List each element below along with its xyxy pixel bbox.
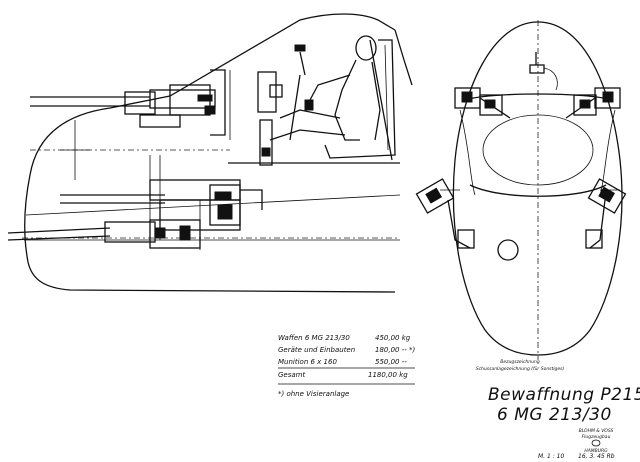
company-logo-icon (591, 439, 601, 447)
upper-gun-pair (30, 69, 231, 140)
cockpit-pilot (257, 35, 396, 166)
weights-footnote: *) ohne Visieranlage (278, 390, 349, 398)
company-name: BLOHM & VOSS (579, 428, 614, 434)
drawing-title: Bewaffnung P215 6 MG 213/30 (488, 385, 640, 425)
lower-gun-pair (7, 200, 201, 250)
weights-total-value: 1180,00 kg (368, 371, 408, 379)
side-view-fuselage (22, 13, 413, 293)
weights-row-value: 450,00 kg (375, 334, 411, 342)
weights-row-value: 550,00 -- (375, 358, 407, 366)
weights-total-label: Gesamt (278, 371, 305, 379)
reference-note-line2: Schussanlagezeichnung (für Sonstiges) (476, 366, 565, 372)
weights-row-value: 180,00 -- *) (375, 346, 415, 354)
company-line2: Flugzeugbau (582, 434, 611, 440)
front-view-section (415, 20, 627, 360)
footer-info: M. 1 : 10 16. 3. 45 Rb (538, 453, 615, 460)
middle-gun-pair (60, 155, 263, 240)
weights-table: Waffen 6 MG 213/30 450,00 kg Geräte und … (278, 334, 415, 398)
weights-row-label: Geräte und Einbauten (278, 346, 355, 354)
company-city: HAMBURG (584, 448, 608, 454)
drawing-scale: M. 1 : 10 (538, 453, 564, 460)
drawing-date: 16. 3. 45 Rb (578, 453, 615, 460)
reference-note-line1: Bezugszeichnung (500, 359, 540, 365)
company-stamp: BLOHM & VOSS Flugzeugbau HAMBURG (579, 428, 614, 454)
reference-note: Bezugszeichnung Schussanlagezeichnung (f… (476, 359, 565, 372)
weights-row-label: Munition 6 x 160 (278, 358, 337, 366)
title-line-1: Bewaffnung P215 (488, 385, 640, 405)
title-line-2: 6 MG 213/30 (497, 405, 612, 425)
weights-row-label: Waffen 6 MG 213/30 (278, 334, 350, 342)
